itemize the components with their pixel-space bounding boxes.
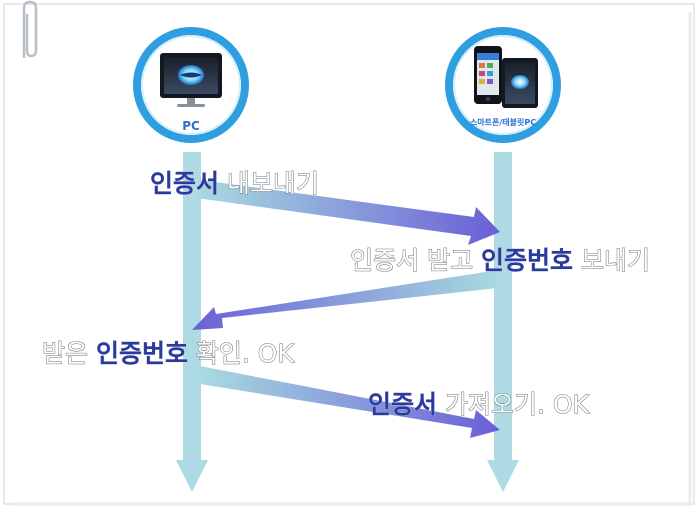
step-2-rest: 보내기 xyxy=(573,246,650,275)
step-verify-auth-number: 받은 인증번호 확인. OK xyxy=(42,339,294,368)
pc-lifeline xyxy=(176,152,208,492)
mobile-lifeline xyxy=(487,152,519,492)
page-fold-shadow xyxy=(10,12,692,506)
tablet-icon xyxy=(502,58,538,108)
monitor-icon xyxy=(160,53,222,107)
step-1-keyword: 인증서 xyxy=(150,169,219,198)
pc-node: PC xyxy=(133,27,249,143)
mobile-node-label: 스마트폰/태블릿PC xyxy=(470,117,536,127)
arrow-import-certificate xyxy=(200,366,500,438)
step-4-rest: 가져오기. OK xyxy=(437,390,590,419)
paperclip-icon xyxy=(22,0,38,58)
smartphone-icon xyxy=(474,46,502,104)
step-1-rest: 내보내기 xyxy=(219,169,319,198)
arrow-send-auth-number xyxy=(192,270,498,330)
page-border xyxy=(3,3,695,505)
step-export-certificate: 인증서 내보내기 xyxy=(150,169,319,198)
step-3-before: 받은 xyxy=(42,339,96,368)
step-send-auth-number: 인증서 받고 인증번호 보내기 xyxy=(350,246,650,275)
step-3-rest: 확인. OK xyxy=(188,339,295,368)
step-4-keyword: 인증서 xyxy=(368,390,437,419)
step-2-keyword: 인증번호 xyxy=(481,246,573,275)
step-3-keyword: 인증번호 xyxy=(96,339,188,368)
step-2-before: 인증서 받고 xyxy=(350,246,481,275)
step-import-certificate: 인증서 가져오기. OK xyxy=(368,390,590,419)
mobile-node: 스마트폰/태블릿PC xyxy=(445,27,561,143)
arrow-export-certificate xyxy=(196,180,500,245)
pc-node-label: PC xyxy=(182,119,200,133)
